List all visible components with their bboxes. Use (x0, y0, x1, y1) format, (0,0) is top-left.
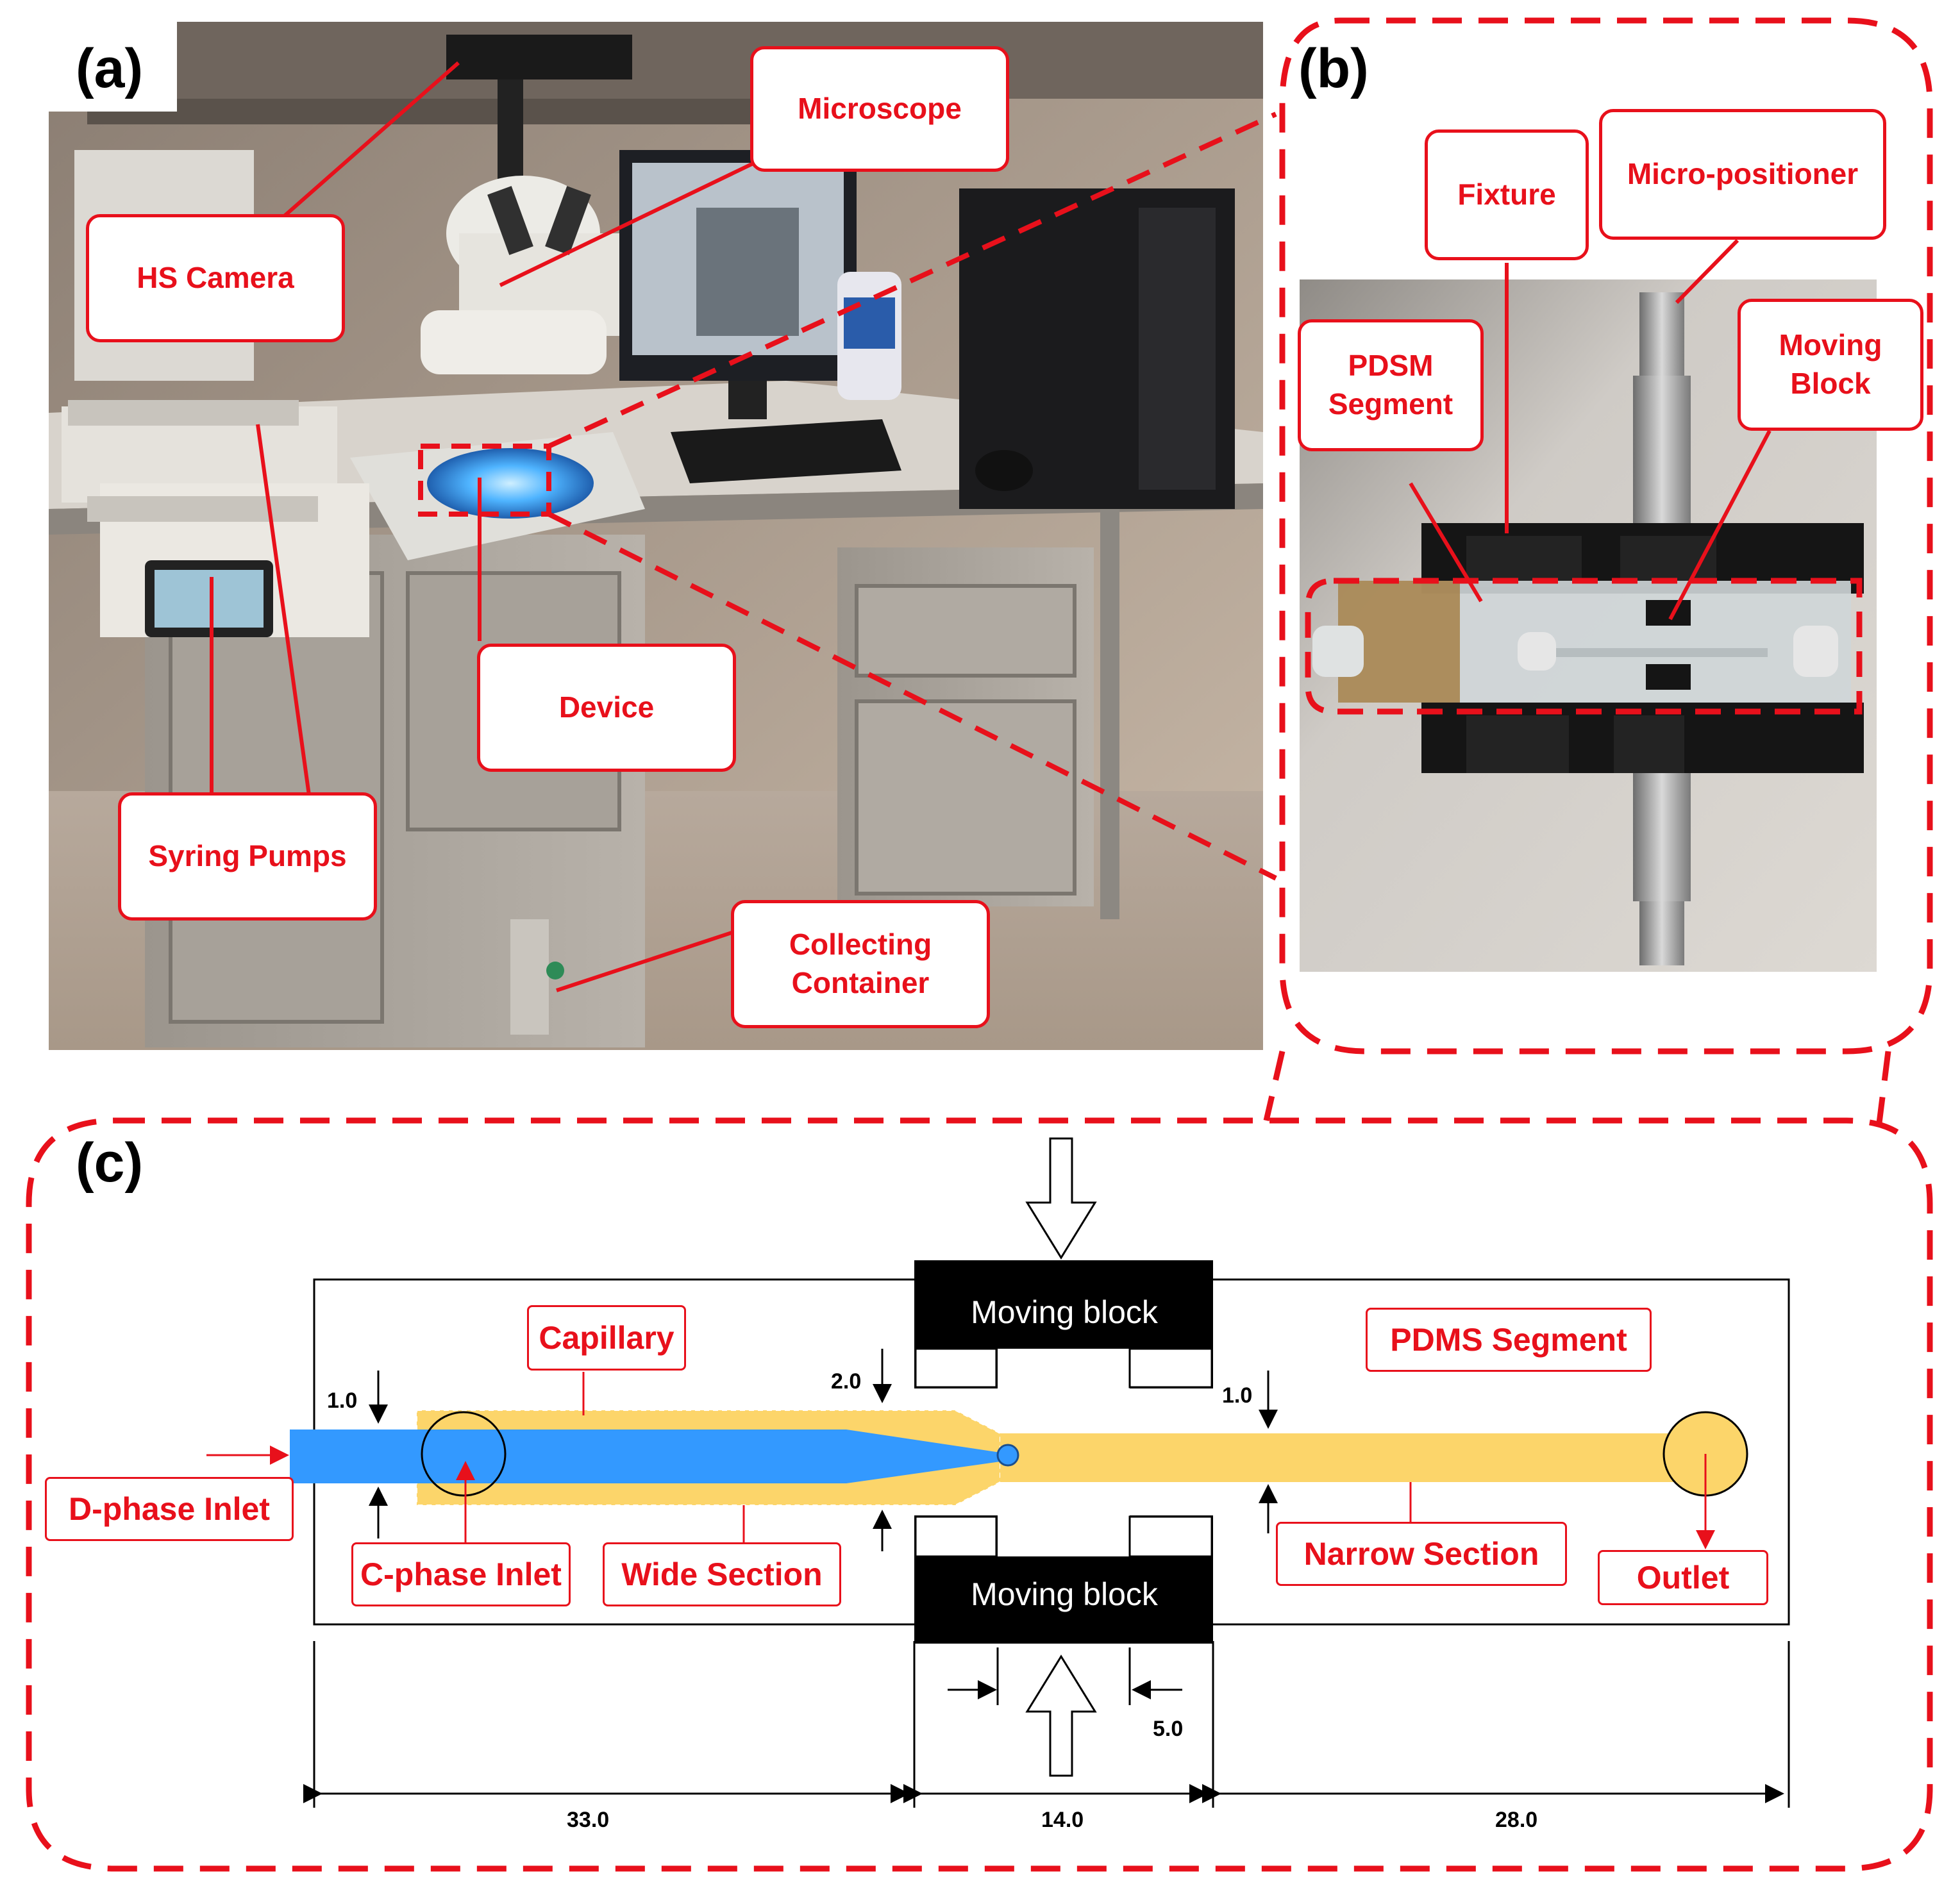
len-3-text: 28.0 (1495, 1808, 1537, 1832)
dim-2-text: 2.0 (831, 1369, 861, 1394)
leader-container (556, 929, 738, 992)
channel-narrow-section (1000, 1433, 1705, 1482)
moving-block-bottom-label: Moving block (971, 1576, 1159, 1612)
force-arrow-up (1025, 1655, 1097, 1777)
pdms-highlight-box (1305, 578, 1863, 715)
len-2-text: 14.0 (1041, 1808, 1084, 1832)
label-collecting-container: Collecting Container (731, 900, 990, 1028)
panel-c-letter: (c) (76, 1132, 144, 1194)
label-c-phase-inlet: C-phase Inlet (351, 1542, 571, 1606)
leader-micro-positioner (1675, 238, 1739, 304)
dim-3-text: 1.0 (1222, 1383, 1252, 1408)
capillary-tip (996, 1444, 1019, 1467)
moving-block-top-window-left (914, 1347, 998, 1388)
leader-pumps-2 (256, 424, 313, 810)
zoom-line-bottom (548, 512, 1277, 881)
c-phase-inlet-circle (421, 1411, 507, 1497)
lab-setup-illustration (49, 22, 1263, 1050)
panel-a-letter: (a) (76, 38, 144, 99)
label-microscope: Microscope (750, 46, 1009, 172)
moving-block-top-window-right (1128, 1347, 1213, 1388)
label-pdsm-segment: PDSM Segment (1298, 319, 1484, 451)
panel-b-dashed-outline (1279, 17, 1933, 1055)
label-capillary: Capillary (527, 1305, 686, 1371)
dim-1-text: 1.0 (327, 1388, 357, 1413)
label-narrow-section: Narrow Section (1276, 1522, 1567, 1586)
leader-microscope (499, 158, 761, 287)
label-hs-camera: HS Camera (86, 214, 345, 342)
label-fixture: Fixture (1425, 129, 1589, 260)
panel-b-letter: (b) (1298, 38, 1369, 99)
moving-block-top-label: Moving block (971, 1294, 1159, 1330)
label-outlet: Outlet (1598, 1550, 1768, 1605)
moving-block-bottom-window-left (914, 1515, 998, 1558)
label-pdms-segment: PDMS Segment (1366, 1308, 1652, 1372)
leader-moving-block (1668, 429, 1772, 621)
lab-setup-photo (49, 22, 1263, 1050)
len-1-text: 33.0 (567, 1808, 609, 1832)
moving-block-bottom-window-right (1128, 1515, 1213, 1558)
connector-b-c-right (1875, 1051, 1891, 1129)
leader-hs-camera (281, 61, 460, 220)
device-highlight-box (418, 444, 551, 517)
label-wide-section: Wide Section (603, 1542, 841, 1606)
force-arrow-down (1025, 1137, 1097, 1260)
label-micro-positioner: Micro-positioner (1599, 109, 1886, 240)
zoom-line-top (548, 112, 1277, 449)
leader-pdsm (1409, 482, 1483, 603)
label-syring-pumps: Syring Pumps (118, 792, 377, 921)
label-d-phase-inlet: D-phase Inlet (45, 1477, 294, 1541)
connector-b-c-left (1263, 1050, 1286, 1122)
label-device: Device (477, 644, 736, 772)
label-moving-block: Moving Block (1738, 299, 1923, 431)
panel-c-dashed-outline (26, 1117, 1933, 1872)
dim-4-text: 5.0 (1153, 1717, 1183, 1741)
panel-a-letter-bg (49, 22, 177, 112)
